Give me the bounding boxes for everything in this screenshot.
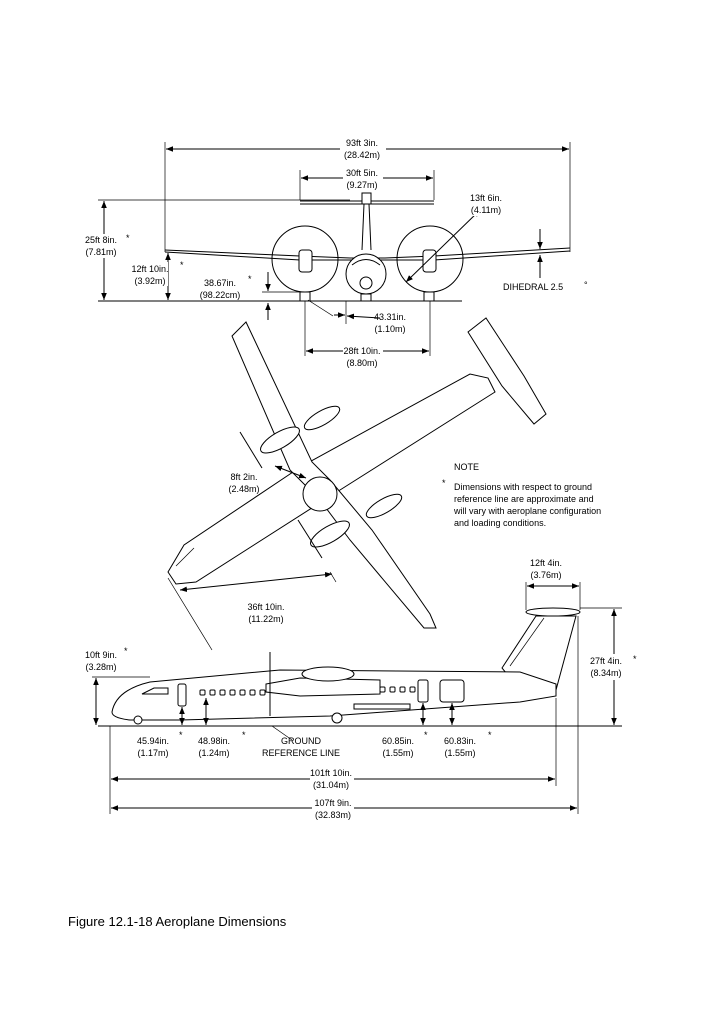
- asterisk-fuselage-height: *: [124, 646, 128, 656]
- plan-fuselage: [167, 373, 496, 585]
- asterisk-door1: *: [179, 730, 183, 740]
- tail-height-label-metric: (8.34m): [590, 668, 621, 678]
- dihedral-degree: °: [584, 280, 588, 290]
- prop-diameter-label-metric: (4.11m): [471, 205, 501, 215]
- door1-label-metric: (1.17m): [137, 748, 168, 758]
- nose-to-wing-label: 36ft 10in.: [247, 602, 284, 612]
- note-line-1: Dimensions with respect to ground: [454, 482, 592, 492]
- door2-label-metric: (1.24m): [198, 748, 229, 758]
- note-line-3: will vary with aeroplane configuration: [453, 506, 601, 516]
- note-line-4: and loading conditions.: [454, 518, 546, 528]
- tail-width-label: 12ft 4in.: [530, 558, 562, 568]
- door4-label-metric: (1.55m): [444, 748, 475, 758]
- note-title: NOTE: [454, 462, 479, 472]
- overall-length-label-metric: (32.83m): [315, 810, 351, 820]
- wingspan-label-metric: (28.42m): [344, 150, 380, 160]
- prop-diameter-line: [405, 209, 481, 283]
- plan-view: 8ft 2in. (2.48m) 36ft 10in. (11.22m) NOT…: [167, 317, 601, 651]
- tailplane-span-label-metric: (9.27m): [346, 180, 377, 190]
- asterisk-door4: *: [488, 730, 492, 740]
- door1-label: 45.94in.: [137, 736, 169, 746]
- asterisk-prop-clearance: *: [248, 274, 252, 284]
- wingspan-label: 93ft 3in.: [346, 138, 378, 148]
- door2-label: 48.98in.: [198, 736, 230, 746]
- front-view: 93ft 3in. (28.42m) 30ft 5in. (9.27m): [83, 136, 588, 370]
- door3-label-metric: (1.55m): [382, 748, 413, 758]
- ground-label-line2: REFERENCE LINE: [262, 748, 340, 758]
- prop-to-fuselage-label-metric: (2.48m): [228, 484, 259, 494]
- fuselage-length-label: 101ft 10in.: [310, 768, 352, 778]
- side-view: 12ft 4in. (3.76m): [85, 558, 637, 822]
- asterisk-door3: *: [424, 730, 428, 740]
- plan-tail: [467, 317, 547, 425]
- tail-height-label: 27ft 4in.: [590, 656, 622, 666]
- side-windows: [199, 686, 416, 696]
- nose-track-label: 43.31in.: [374, 312, 406, 322]
- door4-label: 60.83in.: [444, 736, 476, 746]
- nose-to-wing-label-metric: (11.22m): [248, 614, 283, 624]
- asterisk-tail-height: *: [633, 654, 637, 664]
- ground-label: GROUND: [281, 736, 321, 746]
- main-track-label: 28ft 10in.: [343, 346, 380, 356]
- tailplane-span-label: 30ft 5in.: [346, 168, 378, 178]
- prop-diameter-label: 13ft 6in.: [470, 193, 502, 203]
- asterisk-wing-height: *: [180, 260, 184, 270]
- overall-height-label: 25ft 8in.: [85, 235, 117, 245]
- overall-height-label-metric: (7.81m): [85, 247, 116, 257]
- door3-label: 60.85in.: [382, 736, 414, 746]
- figure-caption: Figure 12.1-18 Aeroplane Dimensions: [68, 914, 287, 929]
- nose-to-wing-line: [179, 571, 333, 593]
- prop-clearance-label: 38.67in.: [204, 278, 236, 288]
- dihedral-label: DIHEDRAL 2.5: [503, 282, 563, 292]
- fuselage-height-label-metric: (3.28m): [85, 662, 116, 672]
- fuselage-length-label-metric: (31.04m): [313, 780, 349, 790]
- tail-width-label-metric: (3.76m): [530, 570, 561, 580]
- note-asterisk: *: [442, 478, 446, 488]
- prop-to-fuselage-label: 8ft 2in.: [230, 472, 257, 482]
- asterisk-overall-height: *: [126, 233, 130, 243]
- side-tailplane: [525, 607, 581, 617]
- asterisk-door2: *: [242, 730, 246, 740]
- nose-track-label-metric: (1.10m): [374, 324, 405, 334]
- overall-length-label: 107ft 9in.: [314, 798, 351, 808]
- wing-height-label: 12ft 10in.: [131, 264, 168, 274]
- fuselage-height-label: 10ft 9in.: [85, 650, 117, 660]
- wing-height-label-metric: (3.92m): [134, 276, 165, 286]
- main-track-label-metric: (8.80m): [346, 358, 377, 368]
- prop-clearance-label-metric: (98.22cm): [200, 290, 241, 300]
- note-line-2: reference line are approximate and: [454, 494, 594, 504]
- prop-to-fuselage-line: [274, 465, 307, 479]
